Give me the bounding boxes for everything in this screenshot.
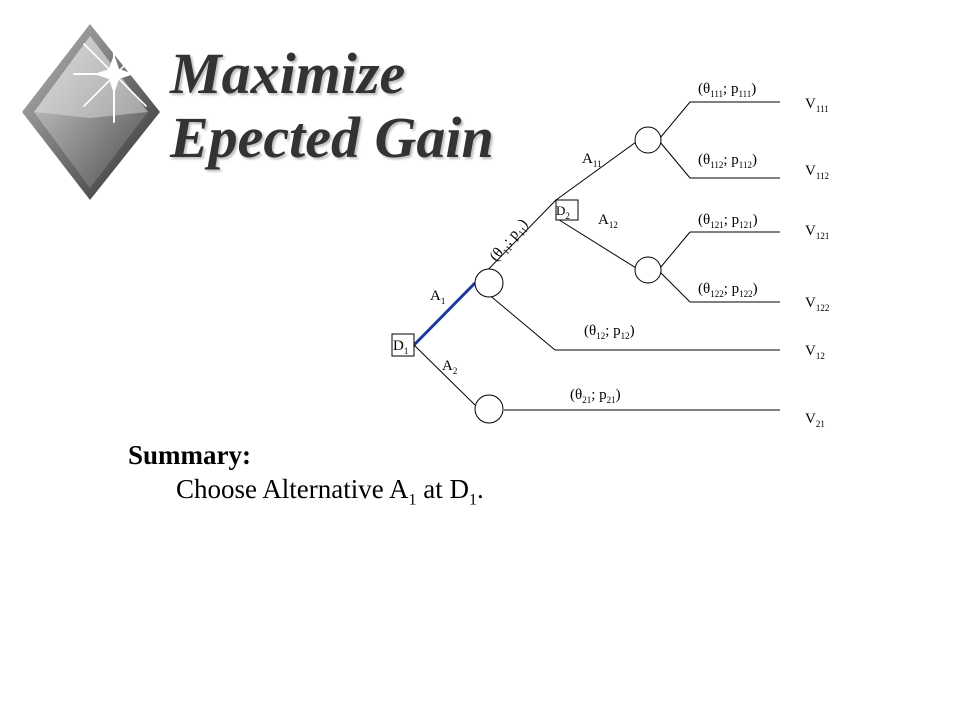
summary-alt-sub: 1 <box>408 491 417 509</box>
diamond-star-logo-icon <box>22 24 163 200</box>
branch-a2 <box>413 344 476 406</box>
page-title: Maximize Epected Gain <box>170 42 494 170</box>
branch-a11 <box>555 141 637 201</box>
branch-theta112 <box>659 141 691 179</box>
branch-theta121 <box>659 231 691 269</box>
label-d2: D2 <box>556 203 570 221</box>
label-theta112: (θ112; p112) <box>698 152 757 170</box>
value-v121: V121 <box>805 223 829 241</box>
label-theta12: (θ12; p12) <box>584 323 635 341</box>
value-v112: V112 <box>805 163 829 181</box>
branch-a12 <box>555 217 637 269</box>
value-v122: V122 <box>805 295 829 313</box>
summary-heading: Summary: <box>128 440 251 470</box>
chance-node-top <box>474 268 504 298</box>
summary-middle: at D <box>416 474 469 504</box>
value-v111: V111 <box>805 96 829 114</box>
label-theta11: (θ11; p11) <box>487 216 533 266</box>
branch-theta111 <box>659 101 691 139</box>
title-line-1: Maximize <box>170 41 406 106</box>
label-a1: A1 <box>430 288 445 306</box>
summary-prefix: Choose Alternative A <box>176 474 409 504</box>
label-a12: A12 <box>598 212 618 230</box>
chance-node-a12 <box>634 256 662 284</box>
branch-a1 <box>412 281 477 347</box>
summary-node-sub: 1 <box>468 491 477 509</box>
value-v12: V12 <box>805 343 825 361</box>
summary-text: Choose Alternative A1 at D1. <box>176 472 484 517</box>
label-theta21: (θ21; p21) <box>570 387 621 405</box>
chance-node-a11 <box>634 126 662 154</box>
label-a2: A2 <box>442 358 457 376</box>
summary-block: Summary: Choose Alternative A1 at D1. <box>128 438 484 517</box>
summary-suffix: . <box>476 474 484 504</box>
decision-node-d2 <box>555 199 579 221</box>
label-a11: A11 <box>582 151 602 169</box>
label-theta111: (θ111; p111) <box>698 81 756 99</box>
label-theta122: (θ122; p122) <box>698 281 758 299</box>
label-theta121: (θ121; p121) <box>698 212 758 230</box>
branch-theta122 <box>659 271 691 303</box>
chance-node-bottom <box>474 394 504 424</box>
decision-node-d1 <box>391 333 415 357</box>
value-v21: V21 <box>805 411 825 429</box>
label-d1: D1 <box>393 338 408 356</box>
title-line-2: Epected Gain <box>170 105 494 170</box>
